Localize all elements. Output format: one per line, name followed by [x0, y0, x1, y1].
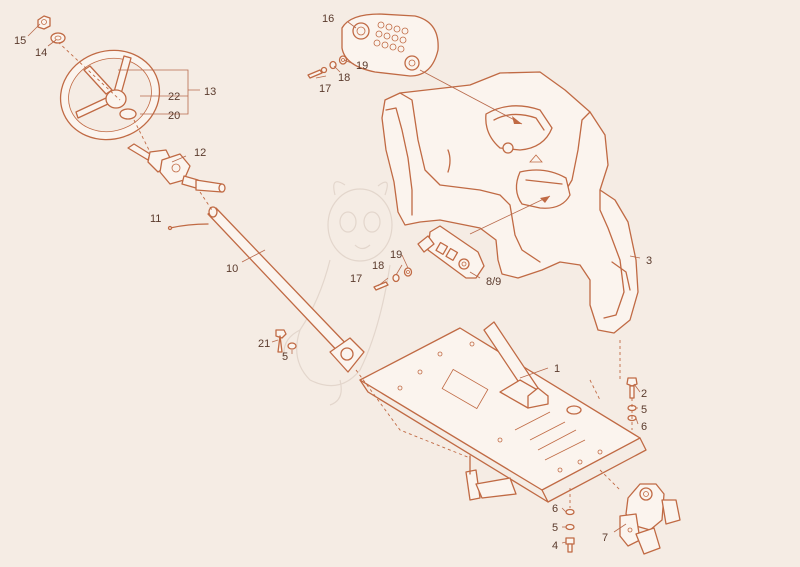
callout-21: 21: [258, 338, 270, 350]
callout-20: 20: [168, 110, 180, 122]
floor-plate: [359, 321, 647, 503]
hidden-line-floor: [355, 369, 471, 459]
gauge-to-housing-arrow: [419, 69, 523, 125]
callout-7: 7: [602, 532, 608, 544]
callout-22: 22: [168, 91, 180, 103]
callout-17-upper: 17: [319, 83, 331, 95]
callout-18-upper: 18: [338, 72, 350, 84]
dashboard-housing: [381, 71, 639, 334]
arrow-head: [512, 116, 522, 124]
callout-5-bottom: 5: [552, 522, 558, 534]
axis-line-column: [199, 191, 213, 211]
callout-19-upper: 19: [356, 60, 368, 72]
callout-11: 11: [150, 213, 161, 225]
switch-panel: [417, 225, 485, 279]
callout-2: 2: [641, 388, 647, 400]
bolt-set-bottom: [565, 508, 575, 553]
steering-column: [207, 206, 365, 373]
clip-11: [169, 223, 209, 229]
screw-washer-set-upper: [307, 55, 348, 79]
callout-5-right: 5: [641, 404, 647, 416]
callout-8-9: 8/9: [486, 276, 501, 288]
axis-line-wheel: [57, 41, 121, 101]
callout-5-left: 5: [282, 351, 288, 363]
callout-4: 4: [552, 540, 558, 552]
axis-line-plate: [589, 379, 601, 401]
callout-6-bottom: 6: [552, 503, 558, 515]
callout-labels: 1 2 3 4 5 5 5 6 6 7 8/9 10 11 12 13 14 1…: [14, 13, 652, 552]
callout-15: 15: [14, 35, 26, 47]
callout-14: 14: [35, 47, 47, 59]
bolt-and-washer-left: [275, 329, 297, 353]
axis-line-unit: [599, 469, 621, 491]
hydraulic-steering-unit: [619, 483, 681, 555]
gauge-cluster-panel: [341, 13, 439, 77]
callout-10: 10: [226, 263, 238, 275]
callout-13: 13: [204, 86, 216, 98]
switch-to-housing-arrow: [469, 195, 551, 235]
callout-6-right: 6: [641, 421, 647, 433]
callout-17-lower: 17: [350, 273, 362, 285]
steering-wheel: [59, 49, 161, 141]
callout-3: 3: [646, 255, 652, 267]
nut-and-washer: [37, 15, 66, 44]
callout-18-lower: 18: [372, 260, 384, 272]
callout-19-lower: 19: [390, 249, 402, 261]
universal-joint: [127, 143, 226, 193]
arrow-head-2: [540, 196, 550, 203]
callout-1: 1: [554, 363, 560, 375]
leader-lines: [27, 21, 641, 544]
callout-16: 16: [322, 13, 334, 25]
callout-12: 12: [194, 147, 206, 159]
